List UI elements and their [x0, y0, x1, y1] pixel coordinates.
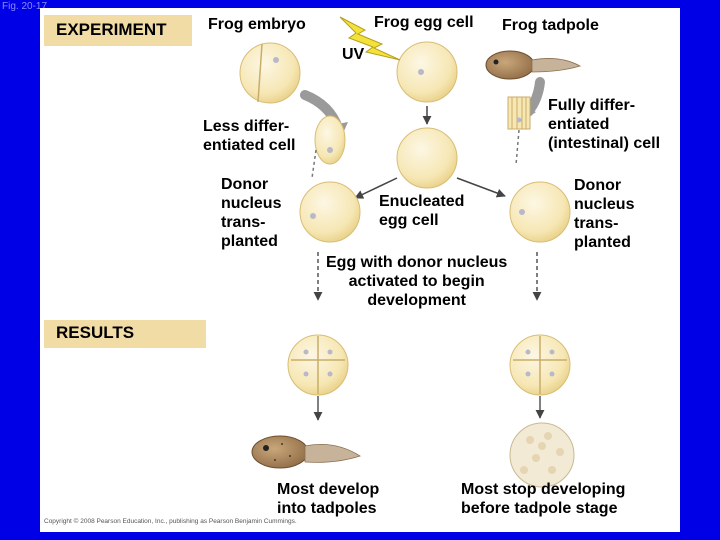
arrow-to-left-recipient: [354, 177, 398, 199]
result-tadpole: [251, 435, 361, 469]
less-differentiated-cell: [314, 115, 346, 165]
label-frog-tadpole: Frog tadpole: [502, 17, 599, 34]
frog-embryo-illustration: [239, 42, 301, 104]
label-enucleated: Enucleated egg cell: [379, 193, 465, 229]
label-frog-embryo: Frog embryo: [208, 16, 306, 33]
label-donor-left: Donor nucleus trans- planted: [221, 176, 282, 250]
label-uv: UV: [342, 46, 365, 63]
label-egg-with-donor: Egg with donor nucleus activated to begi…: [326, 254, 508, 309]
enucleated-egg-cell: [396, 127, 458, 189]
label-fully-differentiated: Fully differ- entiated (intestinal) cell: [548, 97, 661, 152]
copyright-text: Copyright © 2008 Pearson Education, Inc.…: [44, 518, 297, 525]
pipette-dashed-left: [311, 149, 317, 179]
label-donor-right: Donor nucleus trans- planted: [574, 177, 635, 251]
left-recipient-egg: [299, 181, 361, 243]
arrested-embryo: [509, 422, 575, 488]
left-four-cell-embryo: [287, 334, 349, 396]
intestinal-cells: [507, 96, 531, 130]
label-most-stop: Most stop developing before tadpole stag…: [461, 481, 626, 517]
frog-tadpole-top: [485, 50, 582, 80]
figure-panel: [40, 8, 680, 532]
frog-egg-cell: [396, 41, 458, 103]
label-frog-egg-cell: Frog egg cell: [374, 14, 474, 31]
uv-bolt-icon: [339, 16, 401, 61]
figure-tag: Fig. 20-17: [2, 1, 48, 12]
pipette-dashed-right: [515, 129, 520, 166]
results-header: RESULTS: [44, 320, 206, 348]
label-less-differentiated: Less differ- entiated cell: [203, 118, 296, 154]
right-recipient-egg: [509, 181, 571, 243]
arrow-to-right-recipient: [456, 177, 506, 198]
label-most-develop: Most develop into tadpoles: [277, 481, 380, 517]
right-four-cell-embryo: [509, 334, 571, 396]
experiment-header: EXPERIMENT: [44, 15, 192, 46]
